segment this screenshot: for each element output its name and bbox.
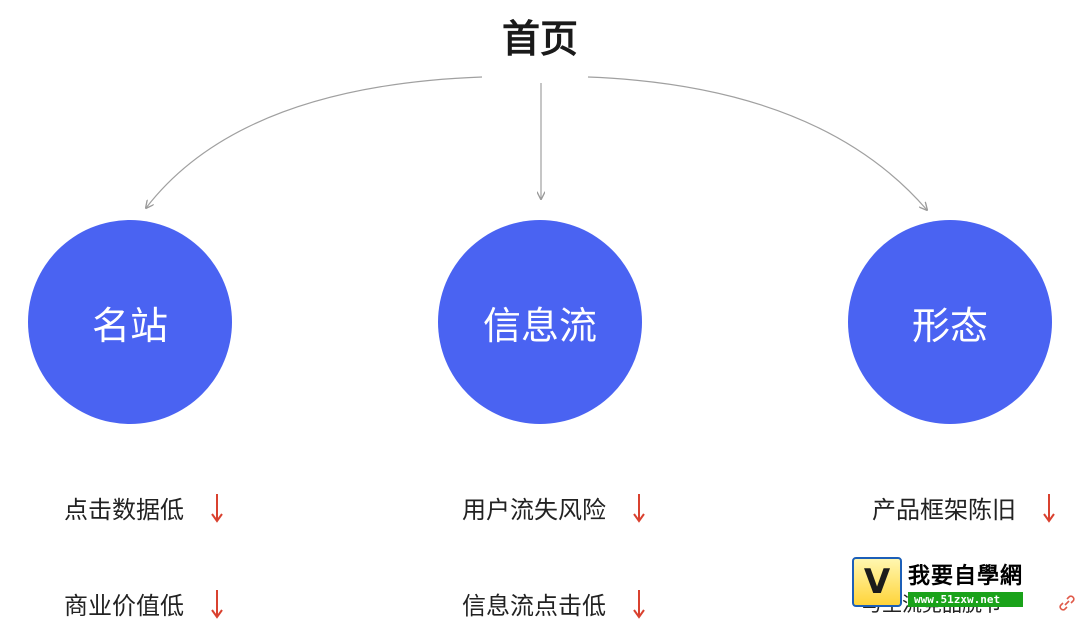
node-circle-xingtai: 形态 <box>848 220 1052 424</box>
watermark: V 我要自學網 www.51zxw.net <box>852 556 1052 608</box>
item-text: 用户流失风险 <box>462 496 606 524</box>
watermark-name: 我要自學網 <box>908 563 1024 589</box>
node-circle-xinxiliu: 信息流 <box>438 220 642 424</box>
watermark-url: www.51zxw.net <box>908 591 1024 607</box>
list-item: 信息流点击低 <box>462 586 646 621</box>
down-arrow-icon <box>633 493 645 523</box>
list-item: 产品框架陈旧 <box>872 490 1056 525</box>
item-text: 点击数据低 <box>64 496 184 524</box>
node-label: 名站 <box>91 303 168 348</box>
root-title: 首页 <box>501 17 578 61</box>
item-text: 产品框架陈旧 <box>872 496 1016 524</box>
link-icon[interactable] <box>1056 592 1078 614</box>
connector-right <box>587 76 927 210</box>
list-item: 点击数据低 <box>64 490 224 525</box>
down-arrow-icon <box>1043 493 1055 523</box>
node-label: 信息流 <box>482 303 597 348</box>
watermark-logo-icon: V <box>852 557 902 607</box>
list-item: 用户流失风险 <box>462 490 646 525</box>
item-text: 信息流点击低 <box>462 592 606 620</box>
node-circle-mingzhan: 名站 <box>28 220 232 424</box>
down-arrow-icon <box>211 589 223 619</box>
connector-left <box>146 76 483 208</box>
list-item: 商业价值低 <box>64 586 224 621</box>
down-arrow-icon <box>633 589 645 619</box>
node-label: 形态 <box>911 303 988 348</box>
item-text: 商业价值低 <box>64 592 184 620</box>
down-arrow-icon <box>211 493 223 523</box>
